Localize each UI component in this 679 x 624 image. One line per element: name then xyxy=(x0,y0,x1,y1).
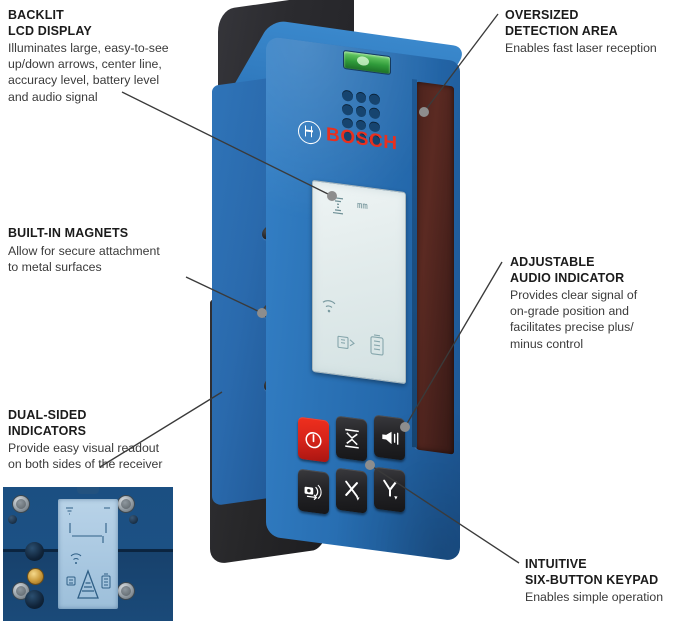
power-icon xyxy=(305,431,322,448)
rear-small-screw xyxy=(8,515,17,524)
power-key[interactable] xyxy=(298,416,329,463)
y-axis-icon xyxy=(382,479,397,500)
rear-view-inset xyxy=(3,487,173,621)
rear-lcd-display xyxy=(58,499,118,609)
rear-magnet xyxy=(25,542,44,561)
callout-backlit-lcd-display: BACKLIT LCD DISPLAY Illuminates large, e… xyxy=(8,8,223,105)
laser-receiver-key[interactable] xyxy=(298,468,329,515)
bosch-emblem-icon xyxy=(298,119,321,146)
rear-screw xyxy=(117,582,135,600)
x-axis-key[interactable] xyxy=(336,467,367,514)
callout-adjustable-audio-indicator: ADJUSTABLE AUDIO INDICATOR Provides clea… xyxy=(510,255,679,352)
front-lcd-glyphs: mm xyxy=(322,196,384,356)
callout-title: INTUITIVE SIX-BUTTON KEYPAD xyxy=(525,557,659,587)
callout-body: Allow for secure attachment to metal sur… xyxy=(8,243,160,274)
callout-body: Illuminates large, easy-to-see up/down a… xyxy=(8,41,169,104)
brass-contact-icon xyxy=(27,568,44,585)
callout-title: BACKLIT LCD DISPLAY xyxy=(8,8,92,38)
rear-notch xyxy=(77,487,99,494)
updown-key[interactable] xyxy=(336,415,367,462)
callout-intuitive-six-button-keypad: INTUITIVE SIX-BUTTON KEYPAD Enables simp… xyxy=(525,557,679,605)
audio-key[interactable] xyxy=(374,414,405,461)
callout-body: Enables simple operation xyxy=(525,590,664,604)
front-lcd-display: mm xyxy=(312,179,406,385)
up-down-arrows-icon xyxy=(344,428,359,449)
rear-screw xyxy=(117,495,135,513)
callout-title: OVERSIZED DETECTION AREA xyxy=(505,8,618,38)
callout-body: Enables fast laser reception xyxy=(505,41,657,55)
six-button-keypad[interactable] xyxy=(298,414,410,542)
callout-oversized-detection-area: OVERSIZED DETECTION AREA Enables fast la… xyxy=(505,8,679,56)
callout-body: Provide easy visual readout on both side… xyxy=(8,441,163,472)
laser-detection-window xyxy=(416,81,454,455)
rear-lcd-glyphs xyxy=(66,507,111,599)
callout-body: Provides clear signal of on-grade positi… xyxy=(510,288,638,351)
rear-small-screw xyxy=(129,515,138,524)
y-axis-key[interactable] xyxy=(374,466,405,513)
callout-title: ADJUSTABLE AUDIO INDICATOR xyxy=(510,255,625,285)
svg-text:mm: mm xyxy=(357,201,368,212)
callout-title: BUILT-IN MAGNETS xyxy=(8,226,129,240)
callout-title: DUAL-SIDED INDICATORS xyxy=(8,408,87,438)
laser-receiver-icon xyxy=(304,484,322,501)
speaker-icon xyxy=(381,431,398,445)
rear-magnet xyxy=(25,590,44,609)
callout-dual-sided-indicators: DUAL-SIDED INDICATORS Provide easy visua… xyxy=(8,408,223,472)
product-image: BOSCH mm xyxy=(200,0,500,600)
callout-built-in-magnets: BUILT-IN MAGNETS Allow for secure attach… xyxy=(8,226,223,275)
x-axis-icon xyxy=(344,480,359,501)
rear-screw xyxy=(12,495,30,513)
